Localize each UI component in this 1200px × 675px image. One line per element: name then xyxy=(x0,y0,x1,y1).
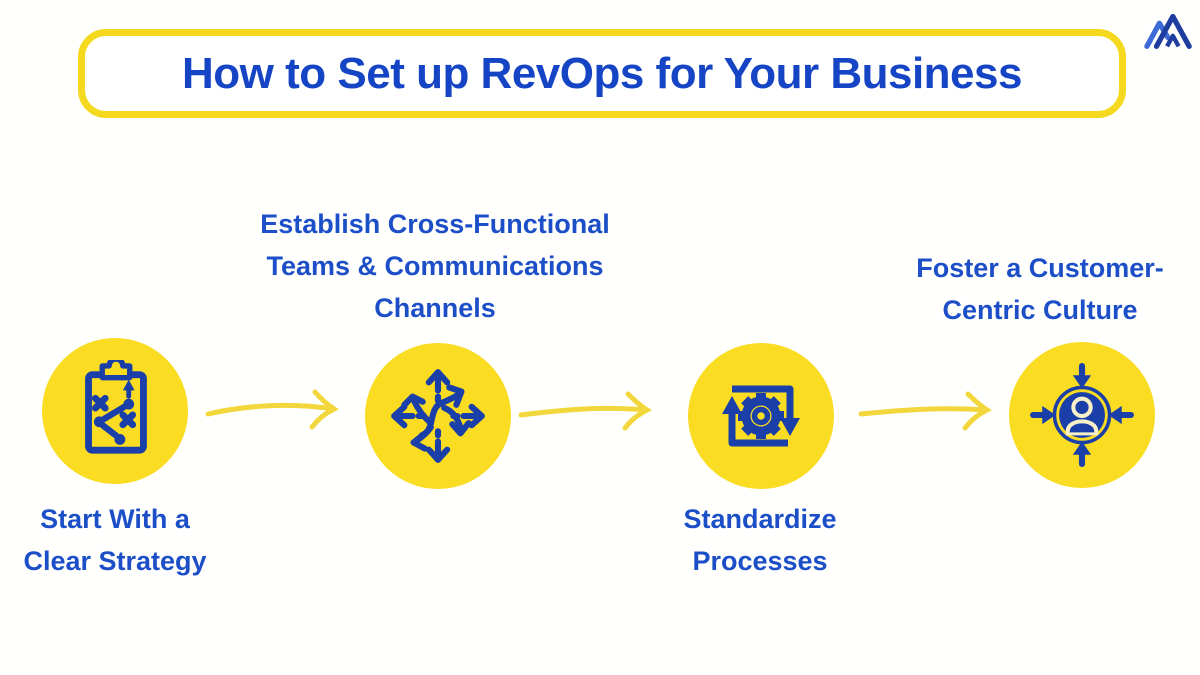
mountain-logo-icon xyxy=(1144,13,1192,49)
step-circle xyxy=(365,343,511,489)
step-label: Establish Cross-Functional Teams & Commu… xyxy=(260,209,610,323)
step-label: Start With a Clear Strategy xyxy=(23,504,207,576)
cross-functional-arrows-icon xyxy=(391,369,485,463)
step-circle xyxy=(1009,342,1155,488)
title-banner: How to Set up RevOps for Your Business xyxy=(78,29,1126,118)
step-label: Foster a Customer- Centric Culture xyxy=(916,253,1164,325)
flow-arrow-icon xyxy=(205,389,339,430)
flow-arrow-icon xyxy=(858,391,992,431)
step-circle xyxy=(42,338,188,484)
step-circle xyxy=(688,343,834,489)
process-cycle-gear-icon xyxy=(722,385,800,447)
step-label: Standardize Processes xyxy=(683,504,837,576)
flow-arrow-icon xyxy=(518,391,652,431)
page-title: How to Set up RevOps for Your Business xyxy=(182,48,1022,98)
strategy-clipboard-icon xyxy=(85,360,147,454)
customer-centric-icon xyxy=(1030,363,1134,467)
